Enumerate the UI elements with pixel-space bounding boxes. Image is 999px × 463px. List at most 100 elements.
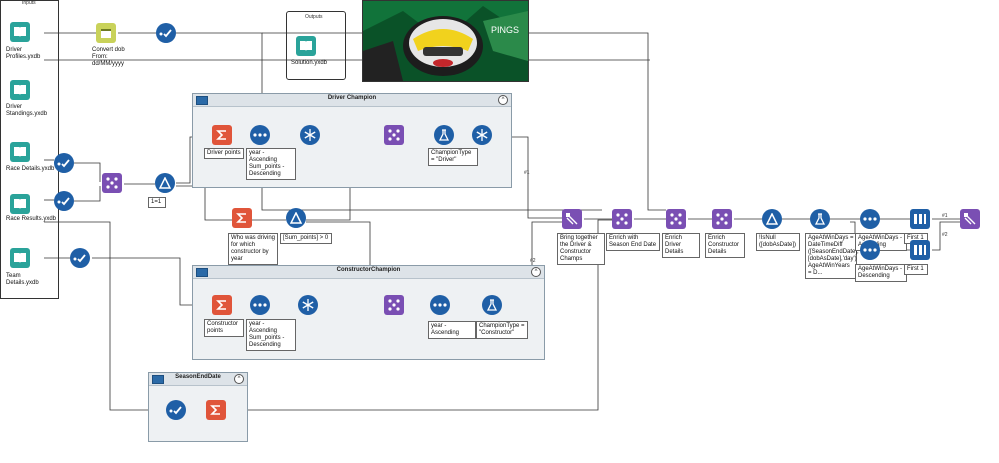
input-team-details-tool[interactable] <box>10 248 30 268</box>
sample-first1-b-tool[interactable] <box>910 240 930 260</box>
sigma-icon <box>216 130 226 140</box>
filter-one-eq-one-label: 1=1 <box>148 197 166 208</box>
sort-age-desc-tool[interactable] <box>860 240 880 260</box>
filter-isnull-tool[interactable] <box>762 209 782 229</box>
sigma-icon <box>216 300 226 310</box>
select-tool-race-results[interactable] <box>54 191 74 211</box>
input-race-details-label: Race Details.yxdb <box>6 166 55 172</box>
convert-dob-tool[interactable] <box>96 23 116 43</box>
who-driving-label: Who was driving for which constructor by… <box>228 233 278 265</box>
race-photo-image: PINGS <box>362 0 529 82</box>
container-header[interactable]: Driver Champion ^ <box>193 94 511 107</box>
sample-bars-icon <box>914 245 926 255</box>
sample-driver-tool[interactable] <box>300 125 320 145</box>
input-driver-profiles-tool[interactable] <box>10 22 30 42</box>
inputs-title: Inputs <box>22 0 36 6</box>
join-constructor-tool[interactable] <box>384 295 404 315</box>
container-icon <box>152 375 164 384</box>
sigma-icon <box>236 213 246 223</box>
collapse-icon[interactable]: ^ <box>498 95 508 105</box>
select-driver-tool[interactable] <box>472 125 492 145</box>
union-final-tool[interactable] <box>960 209 980 229</box>
input-team-details-label: Team Details.yxdb <box>6 273 39 286</box>
select-tool-race-details[interactable] <box>54 153 74 173</box>
book-icon <box>14 85 26 95</box>
snowflake-icon <box>476 129 488 141</box>
bring-together-label: Bring together the Driver & Constructor … <box>557 233 605 265</box>
season-end-date-container[interactable]: SeasonEndDate ^ <box>148 372 248 442</box>
book-icon <box>14 253 26 263</box>
collapse-icon[interactable]: ^ <box>234 374 244 384</box>
join-icon <box>388 299 400 311</box>
select-tool-season[interactable] <box>166 400 186 420</box>
formula-driver-tool[interactable] <box>434 125 454 145</box>
container-header[interactable]: SeasonEndDate ^ <box>149 373 247 386</box>
book-icon <box>300 41 312 51</box>
join-enrich-constructor-tool[interactable] <box>712 209 732 229</box>
select-tool-team-details[interactable] <box>70 248 90 268</box>
inputs-container[interactable]: Inputs <box>0 0 59 299</box>
flask-icon <box>814 213 826 225</box>
driver-champion-container[interactable]: Driver Champion ^ <box>192 93 512 188</box>
join-icon <box>716 213 728 225</box>
enrich-season-label: Enrich with Season End Date <box>606 233 660 251</box>
champion-type-constructor-label: ChampionType = "Constructor" <box>476 321 528 339</box>
join-tool-race[interactable] <box>102 173 122 193</box>
summarize-constructor-points-tool[interactable] <box>212 295 232 315</box>
input-driver-standings-tool[interactable] <box>10 80 30 100</box>
join-enrich-driver-tool[interactable] <box>666 209 686 229</box>
sample-first1-a-tool[interactable] <box>910 209 930 229</box>
sample-constructor-tool[interactable] <box>298 295 318 315</box>
input-driver-standings-label: Driver Standings.yxdb <box>6 104 48 117</box>
driver-points-label: Driver points <box>204 148 244 159</box>
output-solution-tool[interactable] <box>296 36 316 56</box>
input-driver-profiles-label: Driver Profiles.yxdb <box>6 47 41 60</box>
container-header[interactable]: ConstructorChampion ^ <box>193 266 544 279</box>
container-icon <box>196 96 208 105</box>
join-enrich-season-tool[interactable] <box>612 209 632 229</box>
summarize-who-driving-tool[interactable] <box>232 208 252 228</box>
checkmark-icon <box>159 29 172 38</box>
filter-triangle-icon <box>159 177 171 189</box>
sort-driver-label: year - Ascending Sum_points - Descending <box>246 148 296 180</box>
enrich-constructor-label: Enrich Constructor Details <box>705 233 745 258</box>
isnull-label: !IsNull ([dobAsDate]) <box>756 233 800 251</box>
sort-age-asc-tool[interactable] <box>860 209 880 229</box>
outputs-container[interactable]: Outputs <box>286 11 346 80</box>
filter-triangle-icon <box>290 212 302 224</box>
book-icon <box>14 147 26 157</box>
select-tool-top[interactable] <box>156 23 176 43</box>
input-race-results-tool[interactable] <box>10 194 30 214</box>
checkmark-icon <box>73 254 86 263</box>
formula-constructor-tool[interactable] <box>482 295 502 315</box>
formula-age-tool[interactable] <box>810 209 830 229</box>
join-icon <box>616 213 628 225</box>
filter-sum-points-tool[interactable] <box>286 208 306 228</box>
union-icon <box>566 213 578 225</box>
book-icon <box>14 27 26 37</box>
union-tool-champs[interactable] <box>562 209 582 229</box>
age-formula-label: AgeAtWinDays = DateTimeDiff ([SeasonEndD… <box>805 233 859 279</box>
first1-b-label: First 1 <box>904 264 928 275</box>
summarize-driver-points-tool[interactable] <box>212 125 232 145</box>
anchor-label: #1 <box>942 213 948 219</box>
sort-driver-tool[interactable] <box>250 125 270 145</box>
svg-text:PINGS: PINGS <box>491 25 519 35</box>
filter-tool-one-eq-one[interactable] <box>155 173 175 193</box>
sort-dots-icon <box>253 133 267 137</box>
collapse-icon[interactable]: ^ <box>531 267 541 277</box>
snowflake-icon <box>302 299 314 311</box>
anchor-label: #2 <box>530 258 536 264</box>
container-icon <box>196 268 208 277</box>
join-driver-tool[interactable] <box>384 125 404 145</box>
enrich-driver-label: Enrich Driver Details <box>662 233 700 258</box>
sort-year-asc-tool[interactable] <box>430 295 450 315</box>
snowflake-icon <box>304 129 316 141</box>
container-title: Driver Champion <box>327 95 377 101</box>
sort-constructor-tool[interactable] <box>250 295 270 315</box>
summarize-season-tool[interactable] <box>206 400 226 420</box>
sigma-icon <box>210 405 220 415</box>
sum-points-filter-label: [Sum_points] > 0 <box>280 233 332 244</box>
sort-dots-icon <box>863 217 877 221</box>
input-race-details-tool[interactable] <box>10 142 30 162</box>
